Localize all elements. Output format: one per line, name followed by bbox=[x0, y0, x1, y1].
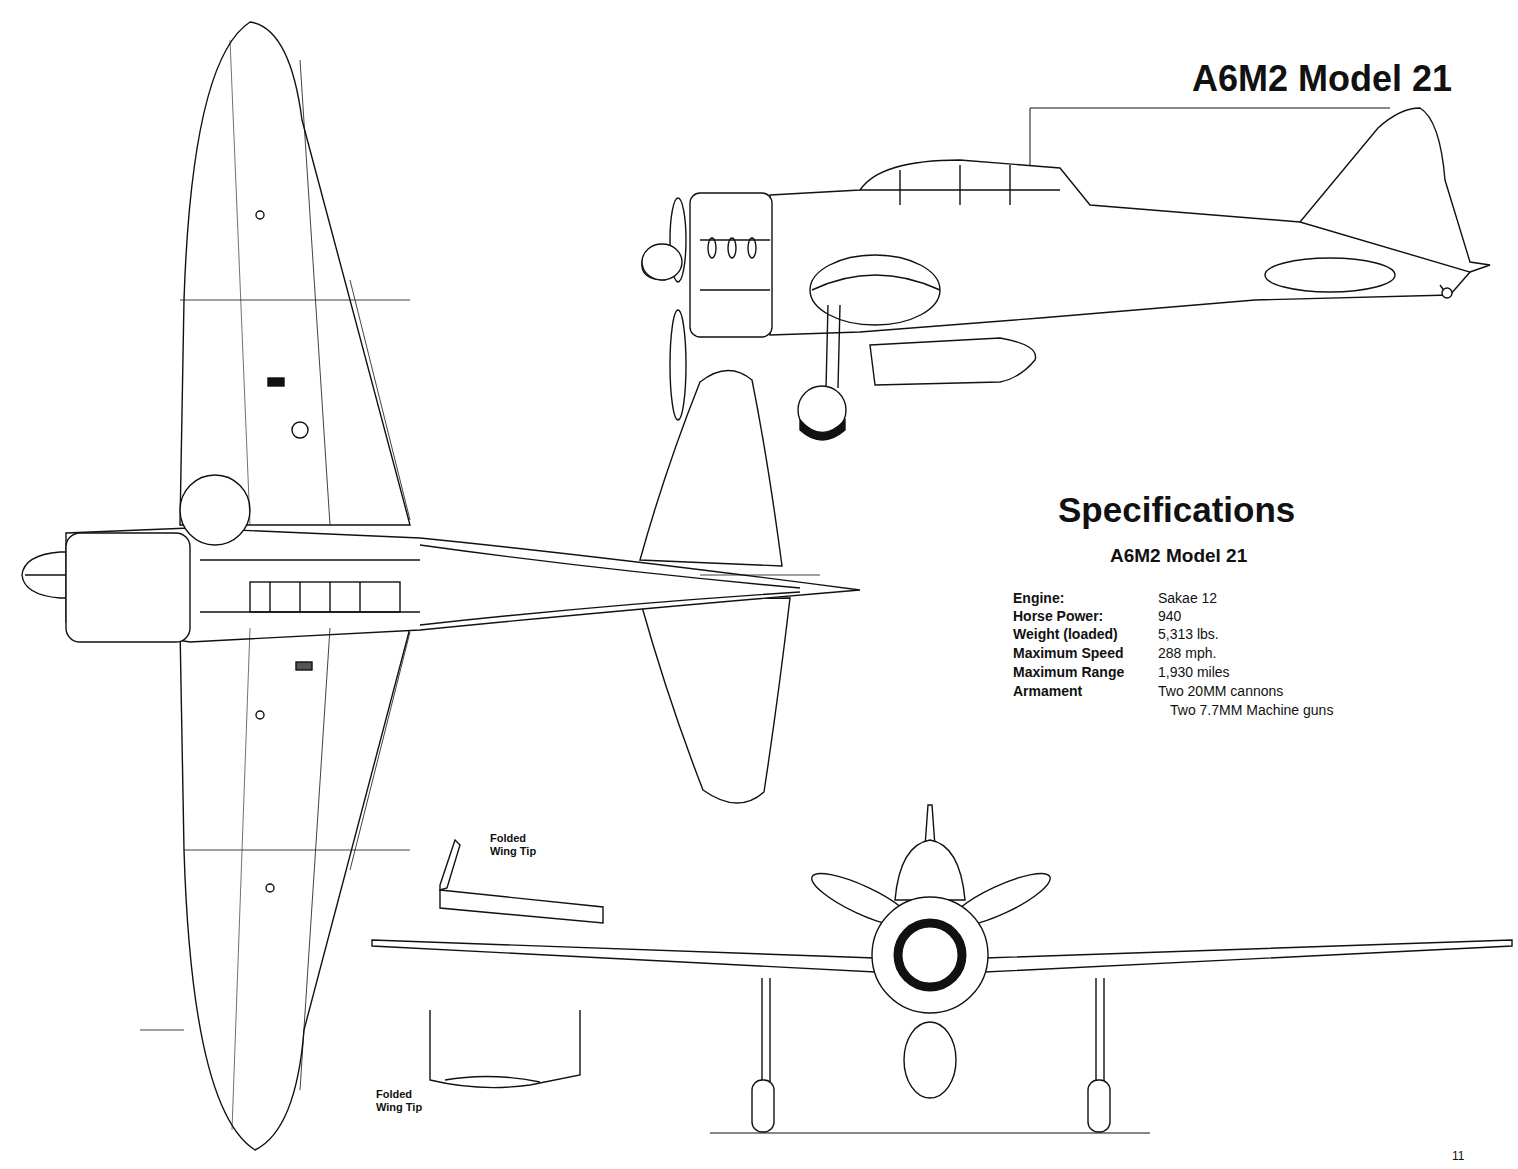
folded-wing-tip bbox=[430, 840, 603, 1088]
spec-value: 5,313 lbs. bbox=[1158, 626, 1219, 642]
spec-value: Two 20MM cannons bbox=[1158, 683, 1283, 699]
front-view bbox=[372, 805, 1512, 1133]
inset-label: Folded Wing Tip bbox=[490, 832, 552, 857]
spec-value: Two 7.7MM Machine guns bbox=[1170, 702, 1333, 718]
spec-value: 1,930 miles bbox=[1158, 664, 1230, 680]
side-view bbox=[642, 108, 1490, 440]
spec-label: Engine: bbox=[1013, 590, 1064, 606]
spec-value: 940 bbox=[1158, 608, 1181, 624]
spec-label: Horse Power: bbox=[1013, 608, 1103, 624]
spec-label: Weight (loaded) bbox=[1013, 626, 1118, 642]
page-number: 11 bbox=[1452, 1150, 1464, 1164]
spec-label: Maximum Range bbox=[1013, 664, 1124, 680]
spec-heading: Specifications bbox=[1058, 490, 1295, 530]
spec-label: Armament bbox=[1013, 683, 1082, 699]
spec-label: Maximum Speed bbox=[1013, 645, 1123, 661]
page-title: A6M2 Model 21 bbox=[1192, 58, 1452, 99]
plan-view bbox=[22, 22, 860, 1150]
spec-subheading: A6M2 Model 21 bbox=[1110, 545, 1247, 567]
spec-value: 288 mph. bbox=[1158, 645, 1216, 661]
spec-value: Sakae 12 bbox=[1158, 590, 1217, 606]
inset-label: Folded Wing Tip bbox=[376, 1088, 438, 1113]
